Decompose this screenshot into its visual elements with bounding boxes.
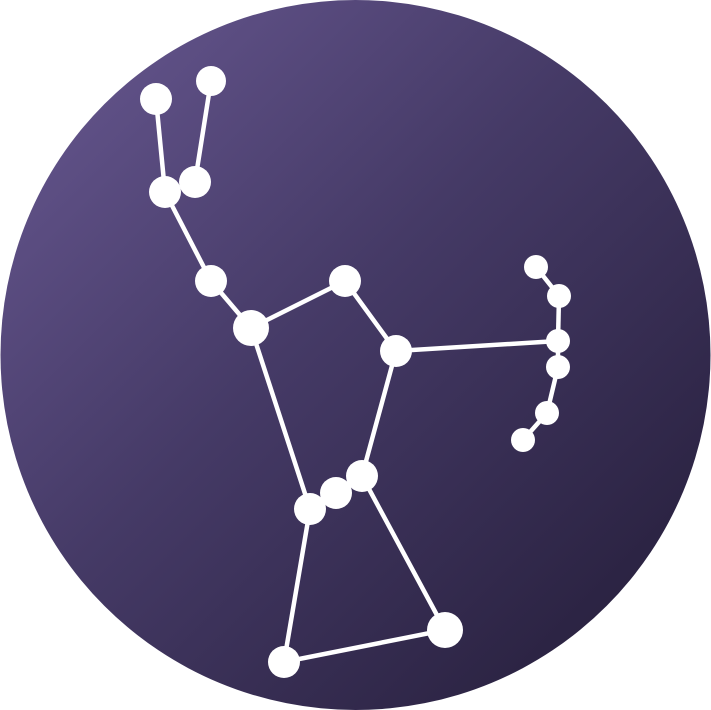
star	[547, 284, 571, 308]
star	[195, 265, 227, 297]
star	[511, 428, 535, 452]
star	[179, 166, 211, 198]
star	[546, 355, 570, 379]
star	[329, 265, 361, 297]
star	[268, 646, 300, 678]
star	[140, 83, 172, 115]
star	[524, 255, 548, 279]
star	[546, 329, 570, 353]
star	[346, 460, 378, 492]
constellation-stars	[140, 66, 571, 678]
star	[294, 493, 326, 525]
star	[320, 477, 352, 509]
star	[149, 176, 181, 208]
star	[196, 66, 226, 96]
star	[535, 401, 559, 425]
star	[233, 310, 269, 346]
star	[380, 335, 412, 367]
star	[427, 612, 463, 648]
